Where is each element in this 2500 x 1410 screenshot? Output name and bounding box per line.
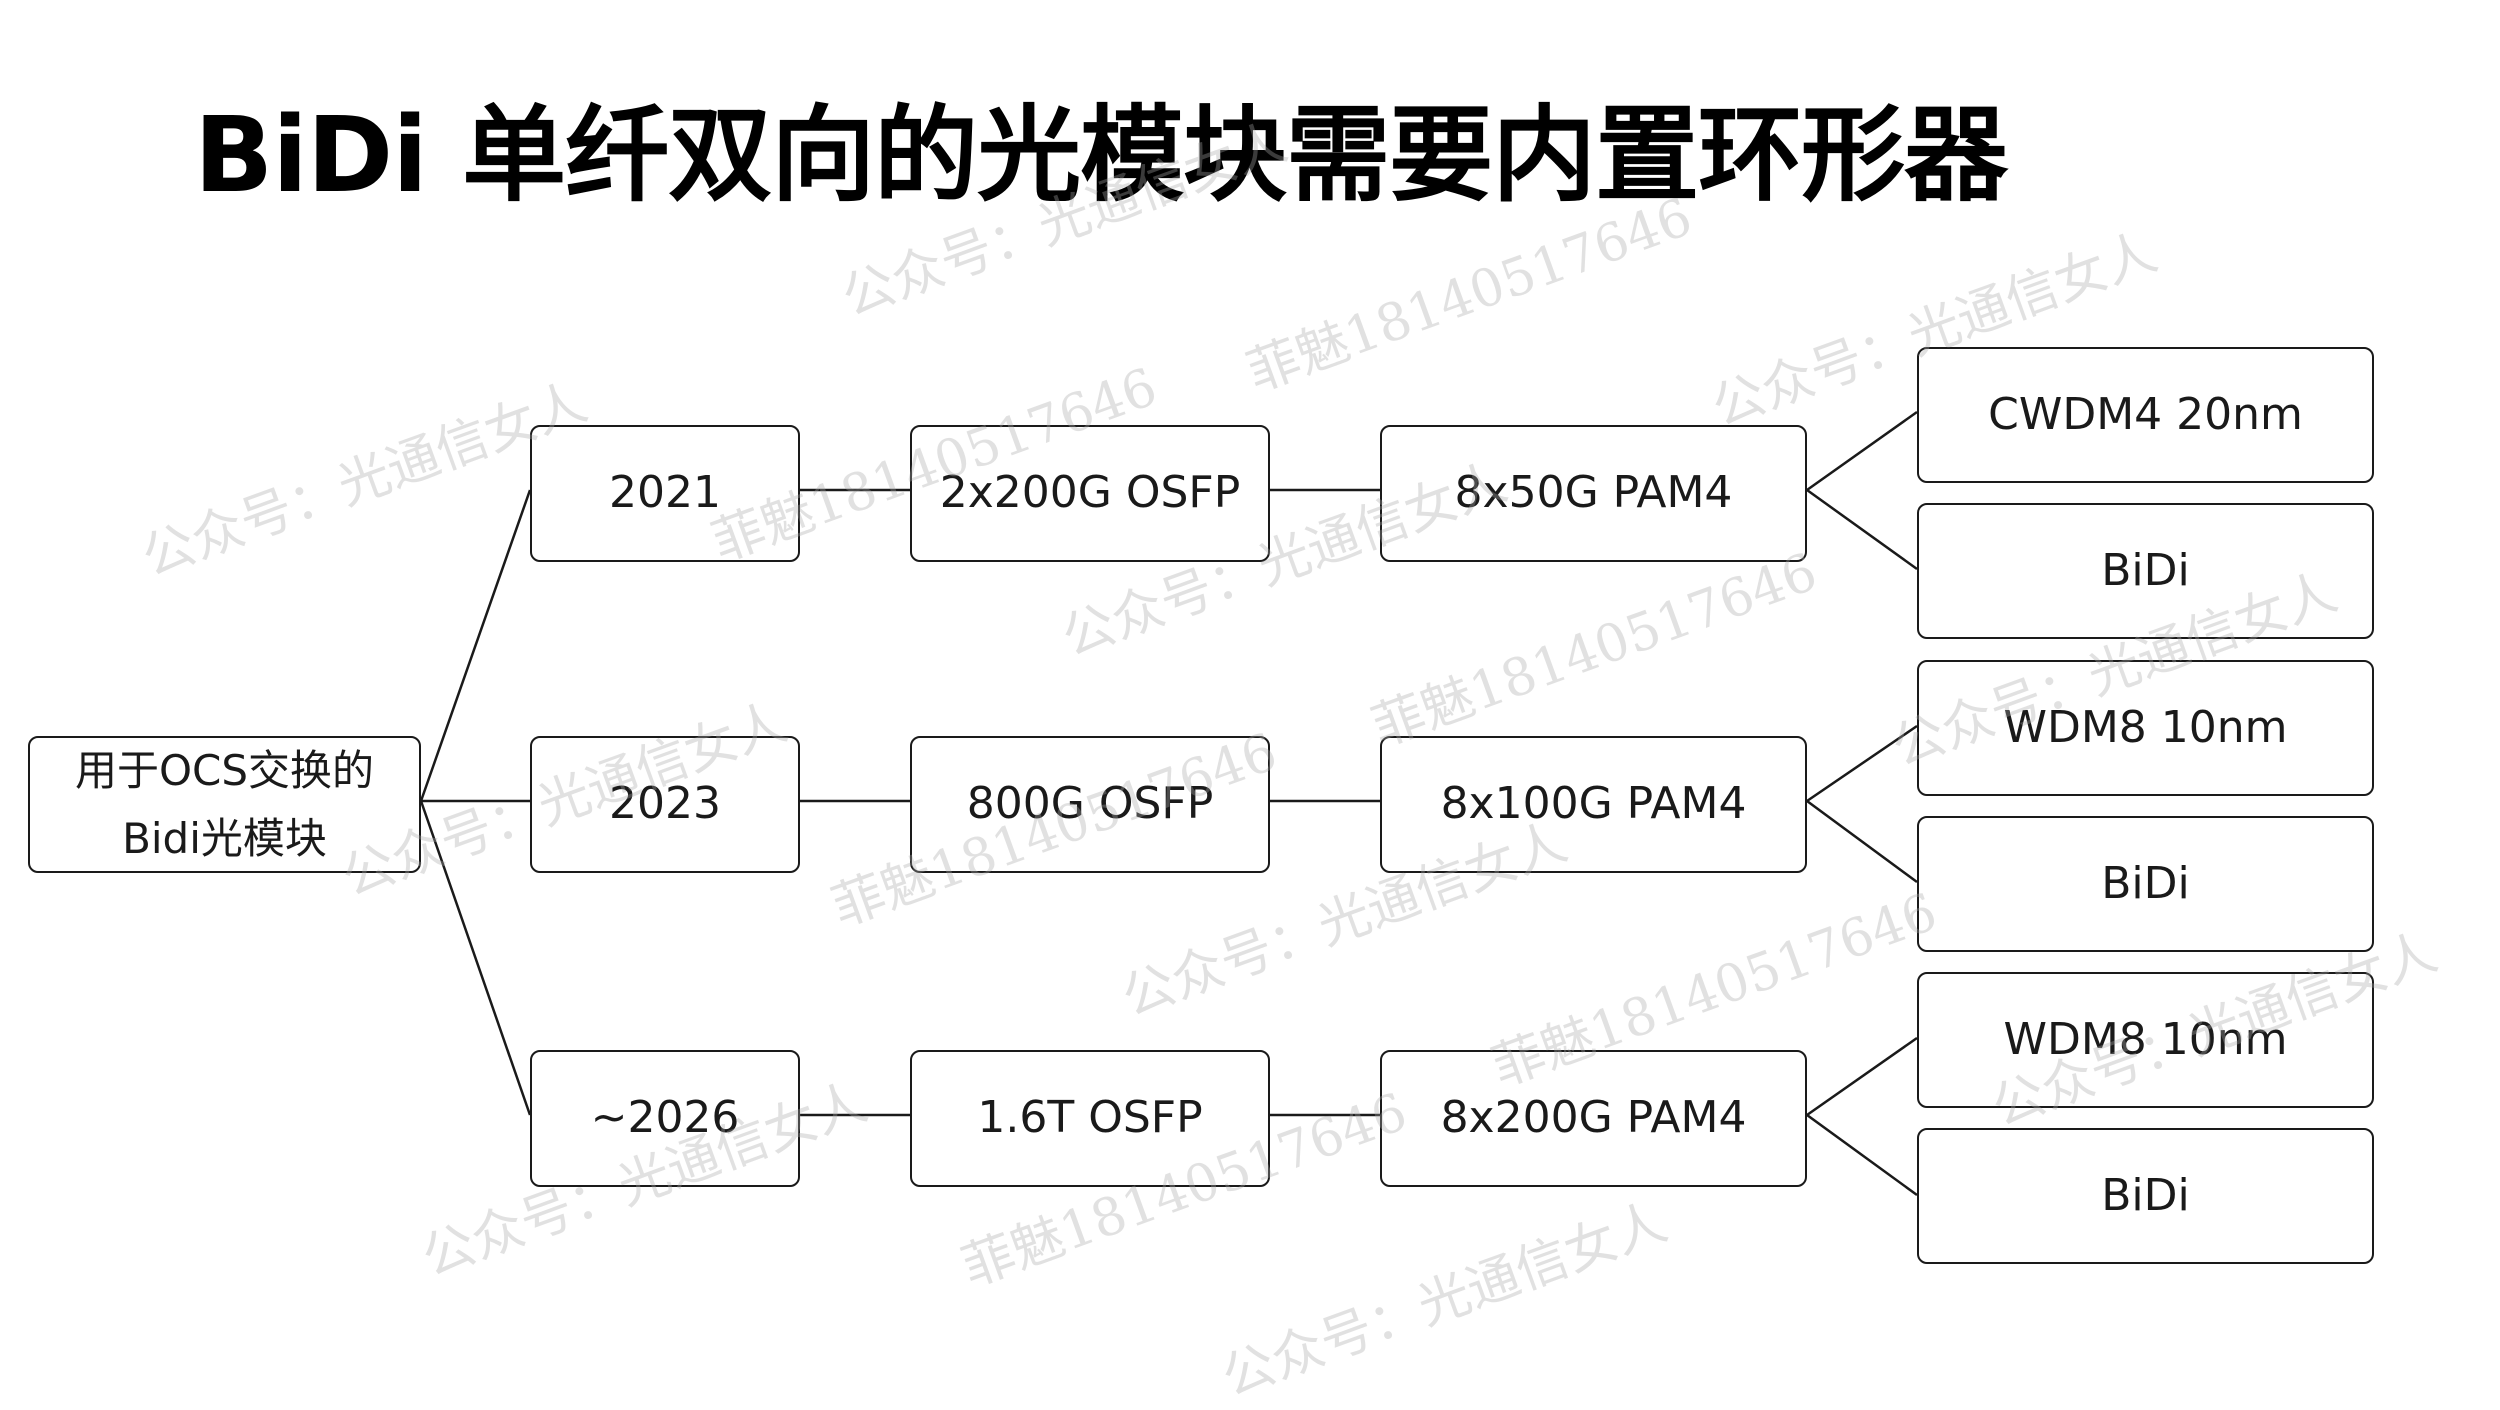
option-node: BiDi (1917, 1128, 2374, 1264)
option-node: WDM8 10nm (1917, 660, 2374, 796)
year-node: 2023 (530, 736, 800, 873)
module-node: 800G OSFP (910, 736, 1270, 873)
option-node: BiDi (1917, 816, 2374, 952)
signal-node: 8x200G PAM4 (1380, 1050, 1807, 1187)
link-signal-opt-1a (1806, 410, 1918, 492)
link-signal-opt-3b (1806, 1113, 1918, 1197)
module-node: 2x200G OSFP (910, 425, 1270, 562)
link-root-2026 (419, 800, 532, 1116)
option-node: WDM8 10nm (1917, 972, 2374, 1108)
link-signal-opt-3a (1806, 1036, 1918, 1117)
link-signal-opt-2b (1806, 799, 1918, 884)
root-line-2: Bidi光模块 (122, 813, 327, 863)
signal-node: 8x100G PAM4 (1380, 736, 1807, 873)
signal-node: 8x50G PAM4 (1380, 425, 1807, 562)
link-root-2021 (419, 489, 532, 802)
year-node: 2021 (530, 425, 800, 562)
root-node: 用于OCS交换的 Bidi光模块 (28, 736, 421, 873)
link-signal-opt-1b (1806, 488, 1918, 571)
year-node: ~2026 (530, 1050, 800, 1187)
page-title: BiDi 单纤双向的光模块需要内置环形器 (194, 94, 2008, 216)
root-line-1: 用于OCS交换的 (74, 746, 375, 796)
module-node: 1.6T OSFP (910, 1050, 1270, 1187)
option-node: CWDM4 20nm (1917, 347, 2374, 483)
link-signal-opt-2a (1806, 724, 1918, 803)
option-node: BiDi (1917, 503, 2374, 639)
